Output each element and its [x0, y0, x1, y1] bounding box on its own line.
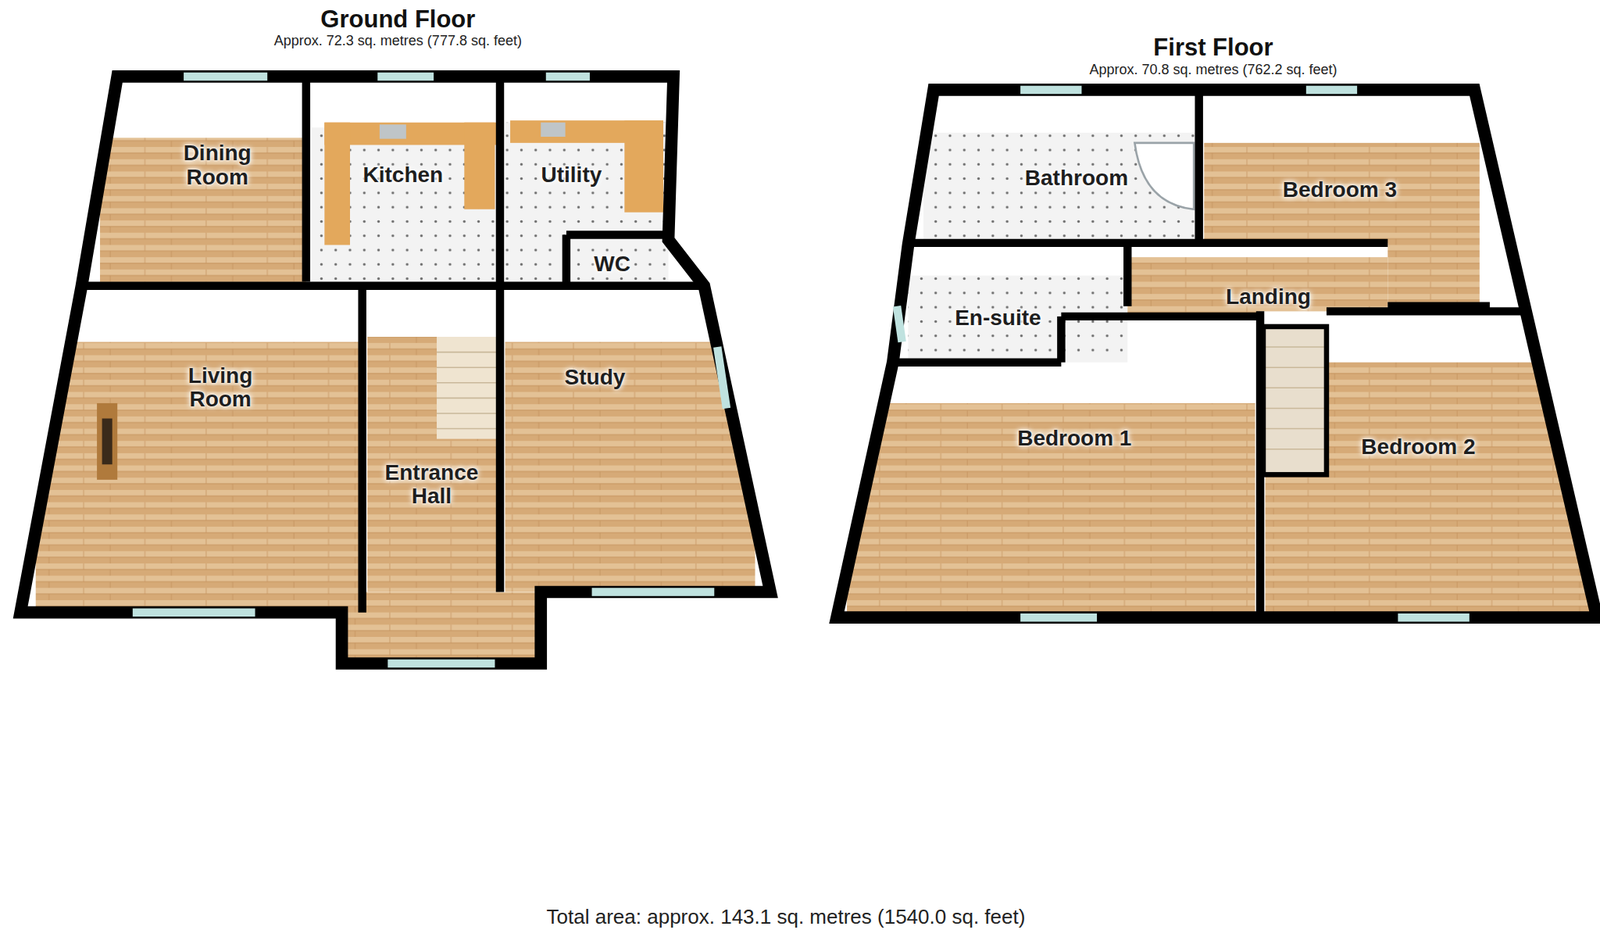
- room-label: Bedroom 1: [1017, 426, 1132, 451]
- room-label: En-suite: [954, 306, 1041, 331]
- room-area: Utility: [502, 81, 669, 237]
- room-area: Bedroom 3: [1200, 92, 1485, 305]
- room-label: Study: [564, 365, 626, 390]
- room-area: Living Room: [25, 287, 361, 611]
- room-label: Dining Room: [168, 141, 267, 190]
- room-area: Entrance Hall: [364, 287, 498, 611]
- room-area: WC: [567, 242, 668, 285]
- floor-heading: Ground Floor: [15, 5, 782, 34]
- room-area: En-suite: [894, 242, 1125, 361]
- room-label: Entrance Hall: [368, 460, 494, 510]
- room-label: Kitchen: [363, 163, 444, 188]
- floor-plan: First FloorApprox. 70.8 sq. metres (762.…: [828, 33, 1599, 623]
- room-area: Bathroom: [915, 92, 1197, 239]
- room-label: Bathroom: [1025, 166, 1129, 191]
- room-label: Living Room: [169, 364, 272, 413]
- room-label: Bedroom 2: [1360, 435, 1475, 460]
- floor-plan: Ground FloorApprox. 72.3 sq. metres (777…: [15, 5, 782, 669]
- room-area: Bedroom 1: [839, 364, 1259, 615]
- room-label: Bedroom 3: [1282, 178, 1397, 203]
- total-area-caption: Total area: approx. 143.1 sq. metres (15…: [0, 904, 1572, 929]
- room-area: Landing: [1129, 246, 1386, 315]
- room-area: Dining Room: [86, 81, 304, 284]
- room-label: Utility: [541, 163, 603, 188]
- floor-area: Approx. 70.8 sq. metres (762.2 sq. feet): [828, 61, 1599, 79]
- room-label: Landing: [1225, 285, 1311, 310]
- room-area: Study: [502, 287, 766, 590]
- floor-heading: First Floor: [828, 33, 1599, 62]
- room-area: Bedroom 2: [1262, 313, 1594, 616]
- room-label: WC: [593, 252, 631, 277]
- room-area: Kitchen: [307, 81, 498, 281]
- floor-area: Approx. 72.3 sq. metres (777.8 sq. feet): [15, 32, 782, 50]
